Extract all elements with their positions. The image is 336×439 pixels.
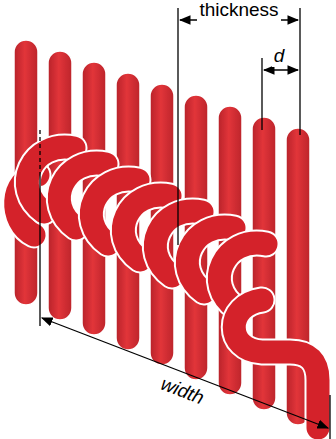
dimension-label: thickness	[197, 0, 280, 21]
vertical-rod	[252, 117, 276, 410]
dimension-label: d	[272, 46, 287, 67]
strand-outline	[234, 300, 318, 428]
wrapping-strand	[234, 300, 318, 428]
